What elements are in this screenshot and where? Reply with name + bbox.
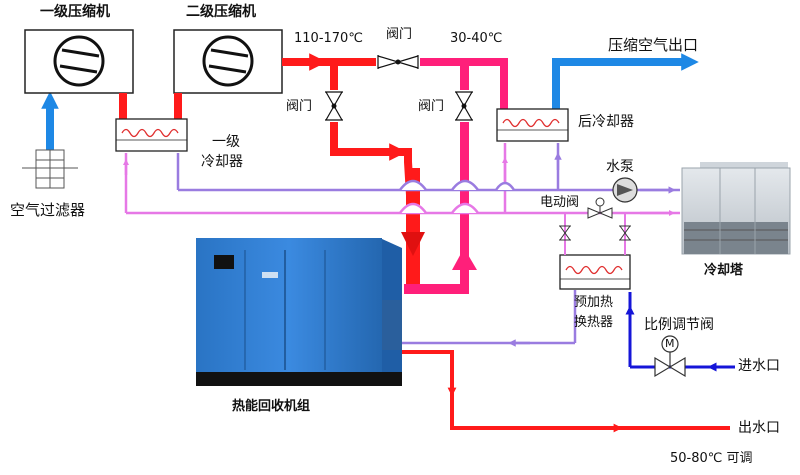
cooling-tower-label: 冷却塔 [704,263,744,278]
valve-middle-icon [455,91,473,121]
preheat-exchanger [559,254,631,290]
aftercooler [496,108,569,142]
intercooler-label-1: 一级 [212,134,240,150]
interstage-lines [119,93,182,119]
air-filter-label: 空气过滤器 [10,201,86,219]
intercooler-label-2: 冷却器 [201,154,243,170]
electric-valve-label: 电动阀 [540,195,580,210]
heat-recovery-unit-label: 热能回收机组 [232,399,311,414]
water-pump-label: 水泵 [606,159,634,175]
water-outlet-line [402,350,730,433]
cooling-tower [681,162,791,255]
air-outlet-label: 压缩空气出口 [608,36,699,54]
proportional-valve-label: 比例调节阀 [644,317,714,333]
preheat-return-line [402,290,577,347]
compressor-2-label: 二级压缩机 [186,4,256,20]
aftercooler-label: 后冷却器 [578,114,634,130]
cooling-return-line [176,143,680,194]
preheat-branch-lines [559,213,631,255]
temp-warm-label: 30-40℃ [450,31,503,46]
valve-m-mark: M [665,337,675,350]
preheater-label-1: 预加热 [574,295,614,310]
valve-middle-label: 阀门 [418,99,445,114]
valve-top-label: 阀门 [386,27,413,42]
compressor-2 [173,29,283,94]
water-inlet-label: 进水口 [738,358,780,374]
water-pump-icon [612,177,638,203]
compressor-1 [24,29,134,94]
temp-hot-label: 110-170℃ [294,31,363,46]
outlet-temp-label: 50-80℃ 可调 [670,451,753,466]
proportional-valve-icon [654,335,686,378]
electric-valve-icon [587,197,613,219]
water-outlet-label: 出水口 [738,420,780,436]
heat-recovery-unit [196,238,402,386]
air-outlet-line [552,53,699,110]
preheater-label-2: 换热器 [574,315,614,330]
valve-top-icon [377,55,419,69]
intercooler [115,118,188,152]
air-filter-icon [22,149,78,189]
valve-left-icon [325,91,343,121]
compressor-1-label: 一级压缩机 [40,4,110,20]
pipe-crossings [398,179,516,214]
valve-left-label: 阀门 [286,99,313,114]
